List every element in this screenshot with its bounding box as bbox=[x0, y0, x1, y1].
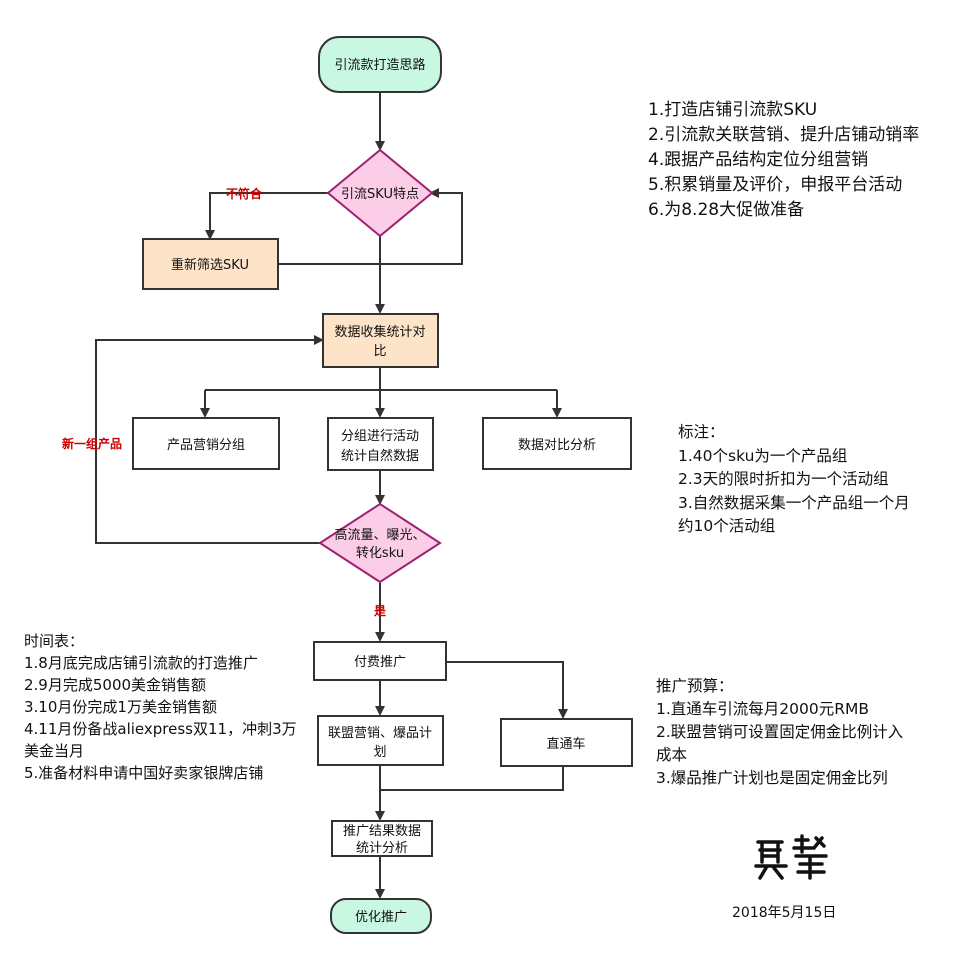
budget-note: 推广预算： 1.直通车引流每月2000元RMB 2.联盟营销可设置固定佣金比例计… bbox=[656, 675, 916, 790]
remark-line: 标注： bbox=[678, 423, 725, 441]
schedule-line: 4.11月份备战aliexpress双11，冲刺3万美金当月 bbox=[24, 720, 297, 760]
date-label: 2018年5月15日 bbox=[732, 905, 837, 921]
group-activity-node: 分组进行活动 统计自然数据 bbox=[327, 417, 434, 471]
goals-line: 5.积累销量及评价，申报平台活动 bbox=[648, 175, 903, 195]
schedule-line: 时间表： bbox=[24, 632, 85, 650]
optimize-label: 优化推广 bbox=[355, 910, 407, 925]
results-node: 推广结果数据 统计分析 bbox=[331, 820, 433, 857]
results-label-2: 统计分析 bbox=[356, 841, 408, 856]
affiliate-label-2: 划 bbox=[373, 745, 386, 760]
schedule-line: 1.8月底完成店铺引流款的打造推广 bbox=[24, 654, 258, 672]
affiliate-node: 联盟营销、爆品计 划 bbox=[317, 715, 444, 766]
budget-line: 3.爆品推广计划也是固定佣金比列 bbox=[656, 769, 888, 787]
reselect-label: 重新筛选SKU bbox=[171, 257, 249, 273]
start-label: 引流款打造思路 bbox=[334, 57, 425, 73]
decision-high-label-1: 高流量、曝光、 bbox=[334, 527, 425, 543]
goals-line: 1.打造店铺引流款SKU bbox=[648, 100, 818, 120]
goals-note: 1.打造店铺引流款SKU 2.引流款关联营销、提升店铺动销率 4.跟据产品结构定… bbox=[648, 98, 948, 223]
signature-image bbox=[754, 834, 828, 880]
goals-line: 4.跟据产品结构定位分组营销 bbox=[648, 150, 869, 170]
schedule-line: 5.准备材料申请中国好卖家银牌店铺 bbox=[24, 764, 264, 782]
decision-high-label-2: 转化sku bbox=[356, 546, 404, 561]
collect-node: 数据收集统计对 比 bbox=[322, 313, 439, 368]
start-node: 引流款打造思路 bbox=[318, 36, 442, 93]
remark-line: 3.自然数据采集一个产品组一个月约10个活动组 bbox=[678, 493, 910, 536]
collect-label-1: 数据收集统计对 bbox=[334, 324, 425, 340]
label-fail: 不符合 bbox=[226, 186, 263, 201]
paid-promo-label: 付费推广 bbox=[354, 655, 406, 670]
compare-node: 数据对比分析 bbox=[482, 417, 632, 470]
decision-sku-node: 引流SKU特点 bbox=[326, 148, 434, 238]
schedule-line: 3.10月份完成1万美金销售额 bbox=[24, 698, 217, 716]
compare-label: 数据对比分析 bbox=[518, 438, 596, 453]
group-activity-label-1: 分组进行活动 bbox=[341, 429, 419, 444]
edge-direct-to-merge bbox=[380, 766, 564, 791]
optimize-node: 优化推广 bbox=[330, 898, 432, 934]
direct-train-label: 直通车 bbox=[546, 736, 585, 752]
remark-line: 2.3天的限时折扣为一个活动组 bbox=[678, 470, 889, 488]
schedule-note: 时间表： 1.8月底完成店铺引流款的打造推广 2.9月完成5000美金销售额 3… bbox=[24, 630, 299, 784]
remark-line: 1.40个sku为一个产品组 bbox=[678, 446, 848, 465]
paid-promo-node: 付费推广 bbox=[313, 641, 447, 681]
affiliate-label-1: 联盟营销、爆品计 bbox=[328, 726, 432, 741]
edge-new-group-loop bbox=[95, 335, 332, 544]
goals-line: 6.为8.28大促做准备 bbox=[648, 200, 805, 220]
budget-line: 1.直通车引流每月2000元RMB bbox=[656, 700, 870, 718]
goals-line: 2.引流款关联营销、提升店铺动销率 bbox=[648, 125, 920, 145]
edge-reselect-loop bbox=[278, 188, 463, 265]
group-activity-label-2: 统计自然数据 bbox=[341, 448, 419, 464]
direct-train-node: 直通车 bbox=[500, 718, 633, 767]
edge-paid-to-direct bbox=[446, 661, 568, 719]
decision-high-node: 高流量、曝光、 转化sku bbox=[318, 502, 442, 584]
budget-line: 2.联盟营销可设置固定佣金比例计入成本 bbox=[656, 723, 904, 764]
group-products-label: 产品营销分组 bbox=[167, 438, 245, 453]
edge-fail-to-reselect bbox=[205, 192, 332, 240]
budget-line: 推广预算： bbox=[656, 677, 734, 695]
remark-note: 标注： 1.40个sku为一个产品组 2.3天的限时折扣为一个活动组 3.自然数… bbox=[678, 421, 918, 539]
label-new-group: 新一组产品 bbox=[62, 436, 122, 451]
decision-sku-label: 引流SKU特点 bbox=[341, 187, 419, 202]
collect-label-2: 比 bbox=[373, 344, 386, 359]
reselect-node: 重新筛选SKU bbox=[142, 238, 279, 290]
results-label-1: 推广结果数据 bbox=[343, 824, 421, 839]
group-products-node: 产品营销分组 bbox=[132, 417, 280, 470]
connectors bbox=[95, 92, 568, 899]
schedule-line: 2.9月完成5000美金销售额 bbox=[24, 676, 207, 694]
label-yes: 是 bbox=[373, 604, 387, 618]
